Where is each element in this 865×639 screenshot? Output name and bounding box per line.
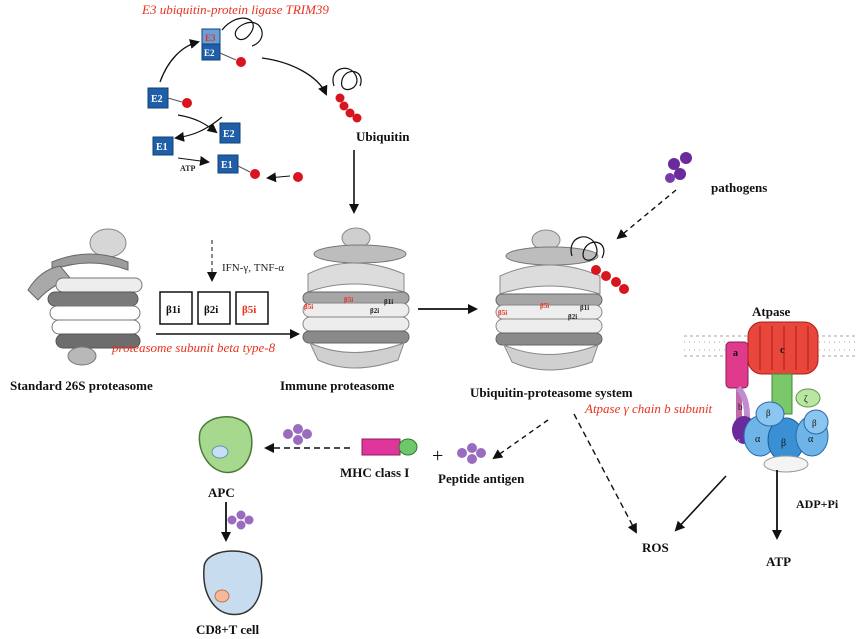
ub-bead <box>611 277 621 287</box>
e3-label: E3 <box>205 33 216 43</box>
sub-alpha-2: α <box>808 434 814 445</box>
e3-e2-complex: E3 E2 <box>201 17 263 67</box>
u-b5i-left: β5i <box>498 309 507 317</box>
peptide-icon-2 <box>283 424 312 445</box>
pathogens-label: pathogens <box>711 180 767 195</box>
atpase-complex: Atpase a b c γ ζ δ α <box>584 304 856 473</box>
atp-label: ATP <box>766 554 791 569</box>
ub-bead <box>335 93 345 103</box>
e1-right: E1 <box>217 154 260 179</box>
e1-right-label: E1 <box>221 160 233 171</box>
u-b5i-mid: β5i <box>540 302 549 310</box>
e1-left: E1 ATP <box>152 136 210 173</box>
ros-label: ROS <box>642 540 669 555</box>
sub-beta-3: β <box>812 418 817 428</box>
antigen-presentation: + Peptide antigen MHC class I APC <box>196 416 549 637</box>
standard-proteasome: Standard 26S proteasome <box>10 228 153 393</box>
peptide-icon-3 <box>227 510 254 530</box>
p-b5i-left: β5i <box>304 303 313 311</box>
p-b5i-mid: β5i <box>344 296 353 304</box>
trim39-label: E3 ubiquitin-protein ligase TRIM39 <box>141 2 329 17</box>
e2-left: E2 <box>147 87 192 109</box>
c-ring: c <box>747 321 819 375</box>
immune-proteasome: β5i β5i β1i β2i Immune proteasome <box>280 227 410 393</box>
p-b2i: β2i <box>370 307 379 315</box>
pathogens: pathogens <box>616 152 767 240</box>
ub-bead <box>345 108 355 118</box>
substrate-coil-2 <box>332 67 362 91</box>
ups-label: Ubiquitin-proteasome system <box>470 385 633 400</box>
ub-bead <box>182 98 192 108</box>
sub-zeta: ζ <box>804 394 808 404</box>
ubiquitination-cycle: E3 ubiquitin-protein ligase TRIM39 E3 E2… <box>141 2 410 214</box>
ubiquitin-label: Ubiquitin <box>356 129 410 144</box>
e2-right: E2 <box>219 122 241 144</box>
b1i-box <box>159 291 193 325</box>
peptide-label: Peptide antigen <box>438 471 525 486</box>
sub-c: c <box>780 344 785 356</box>
cd8-label: CD8+T cell <box>196 622 260 637</box>
b2i-box <box>197 291 231 325</box>
plus-sign: + <box>432 445 443 467</box>
ubiquitinated-substrate <box>332 67 362 123</box>
sub-beta-1: β <box>781 438 786 449</box>
sub-a: a <box>733 348 738 359</box>
e2-label: E2 <box>204 48 215 58</box>
induction-panel: IFN-γ, TNF-α β1i β2i β5i proteasome subu… <box>111 240 300 355</box>
standard-proteasome-label: Standard 26S proteasome <box>10 378 153 393</box>
b5i-box <box>235 291 269 325</box>
sub-beta-2: β <box>766 408 771 418</box>
ub-bead <box>352 113 362 123</box>
mhc-icon <box>361 438 418 456</box>
mhc-label: MHC class I <box>340 465 409 480</box>
ups-proteasome: β5i β5i β1i β2i Ubiquitin-proteasome sys… <box>470 229 633 400</box>
b2i-label: β2i <box>204 304 218 316</box>
sub-b: b <box>738 402 743 412</box>
peptide-antigen-icon <box>457 443 486 464</box>
ub-bead <box>236 57 246 67</box>
substrate-coil-1 <box>221 17 263 47</box>
b5i-label: β5i <box>242 304 256 316</box>
sub-alpha-1: α <box>755 434 761 445</box>
ub-bead <box>591 265 601 275</box>
immune-proteasome-label: Immune proteasome <box>280 378 394 393</box>
apc-cell <box>198 416 253 474</box>
free-ub-bead <box>293 172 303 182</box>
cd8-t-cell <box>203 550 263 616</box>
ifn-label: IFN-γ, TNF-α <box>222 262 284 274</box>
u-b1i: β1i <box>580 304 589 312</box>
substrate-coil-3 <box>570 236 605 261</box>
atpase-gamma-label: Atpase γ chain b subunit <box>584 401 713 416</box>
ub-bead <box>601 271 611 281</box>
b1i-label: β1i <box>166 304 180 316</box>
atpase-label: Atpase <box>752 304 791 319</box>
adp-label: ADP+Pi <box>796 497 839 511</box>
e2-right-label: E2 <box>223 129 235 140</box>
p-b1i: β1i <box>384 298 393 306</box>
e2-left-label: E2 <box>151 94 163 105</box>
sub-delta: δ <box>736 438 740 448</box>
ub-bead <box>339 101 349 111</box>
psmb8-label: proteasome subunit beta type-8 <box>111 340 276 355</box>
e1-left-label: E1 <box>156 142 168 153</box>
apc-label: APC <box>208 485 235 500</box>
ub-bead <box>619 284 629 294</box>
u-b2i: β2i <box>568 313 577 321</box>
ub-bead <box>250 169 260 179</box>
atp-small-label: ATP <box>180 164 196 173</box>
